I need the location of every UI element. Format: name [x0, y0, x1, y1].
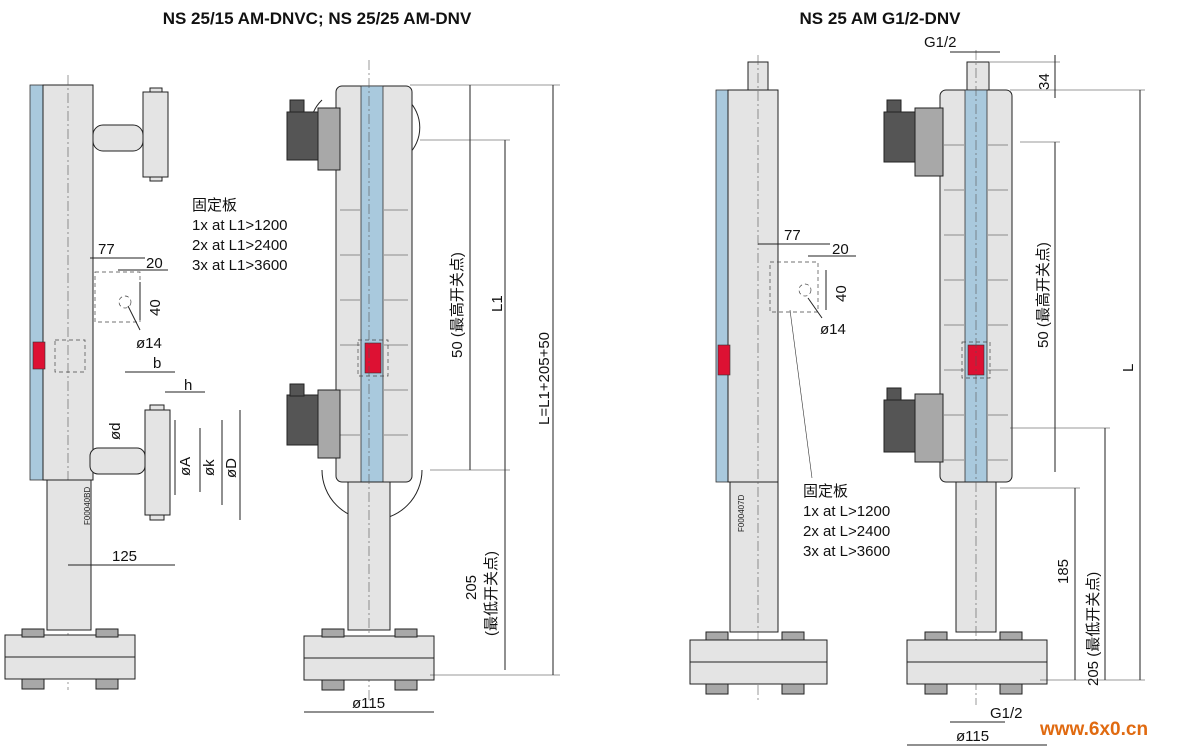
mount-plate-title-right: 固定板 [803, 482, 848, 500]
dim-g-top: G1/2 [924, 34, 957, 51]
mount-plate-line-3-right: 3x at L>3600 [803, 543, 890, 560]
dim-77-right: 77 [784, 227, 801, 244]
dim-oD: øD [223, 458, 240, 478]
dim-20: 20 [146, 255, 163, 272]
dim-ok: øk [201, 459, 218, 476]
dim-od: ød [107, 422, 124, 440]
dim-high-right: 50 (最高开关点) [1035, 242, 1052, 348]
dim-low-value-left: 205 [463, 575, 480, 600]
dim-20-right: 20 [832, 241, 849, 258]
dim-d115-right: ø115 [956, 728, 989, 745]
left-title: NS 25/15 AM-DNVC; NS 25/25 AM-DNV [163, 9, 472, 28]
mount-plate-line-3: 3x at L1>3600 [192, 257, 288, 274]
float-indicator [32, 341, 46, 370]
dim-34: 34 [1036, 73, 1053, 90]
right-side-view: F00040​7D [689, 55, 828, 700]
dim-185: 185 [1055, 559, 1072, 584]
watermark: www.6x0.cn [1039, 719, 1148, 740]
dim-low-right: 205 (最低开关点) [1085, 572, 1102, 686]
dim-g-bottom: G1/2 [990, 705, 1023, 722]
dim-low-label-left: (最低开关点) [483, 551, 500, 636]
mount-plate-line-1-right: 1x at L>1200 [803, 503, 890, 520]
left-side-dims: 77 20 40 ø14 固定板 1x at L1>1200 2x at L1>… [68, 196, 288, 566]
right-title: NS 25 AM G1/2-DNV [800, 9, 962, 28]
dim-h: h [184, 377, 192, 394]
dim-77: 77 [98, 241, 115, 258]
float-indicator-front [364, 342, 382, 374]
dim-b: b [153, 355, 161, 372]
right-front-view [883, 50, 1048, 705]
right-front-dims: G1/2 34 50 (最高开关点) L 185 205 (最低开关点) G1/… [907, 34, 1145, 746]
dim-dia14: ø14 [136, 335, 162, 352]
left-front-view [286, 60, 435, 700]
dim-d115-left: ø115 [352, 695, 385, 712]
mount-plate-line-1: 1x at L1>1200 [192, 217, 288, 234]
dim-40-right: 40 [833, 285, 850, 302]
right-side-dims: 77 20 40 ø14 固定板 1x at L>1200 2x at L>24… [758, 227, 890, 560]
dim-40: 40 [147, 299, 164, 316]
mount-plate-title: 固定板 [192, 196, 237, 214]
dim-total: L=L1+205+50 [536, 332, 553, 425]
dim-125: 125 [112, 548, 137, 565]
dim-l: L [1120, 364, 1137, 372]
mount-plate-line-2-right: 2x at L>2400 [803, 523, 890, 540]
dim-oA: øA [177, 457, 194, 476]
dim-dia14-right: ø14 [820, 321, 846, 338]
right-drawing-number: F00040​7D [737, 494, 746, 532]
dim-high-left: 50 (最高开关点) [449, 252, 466, 358]
dim-l1: L1 [489, 295, 506, 312]
mount-plate-line-2: 2x at L1>2400 [192, 237, 288, 254]
left-front-dims: ø115 50 (最高开关点) L1 L=L1+205+50 205 (最低开关… [304, 84, 560, 713]
left-drawing-number: F00040BD [83, 487, 92, 525]
left-side-view: F00040BD [4, 75, 171, 690]
